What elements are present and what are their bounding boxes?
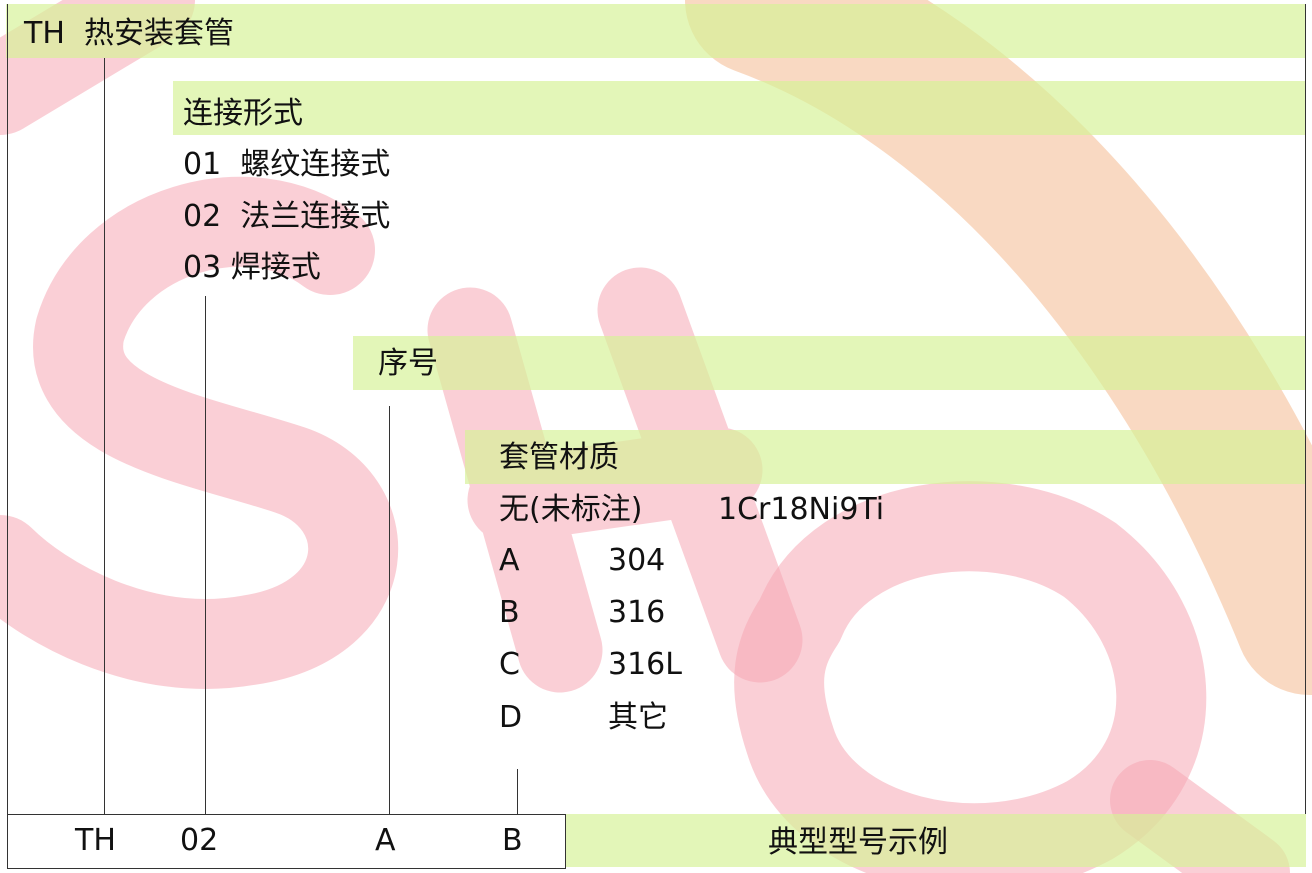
right-border-line xyxy=(1305,4,1306,814)
material-code: 无(未标注) xyxy=(499,492,643,527)
material-value: 316L xyxy=(608,647,682,682)
header-band xyxy=(6,4,1306,58)
connector-line-th xyxy=(104,58,105,814)
example-code-th: TH xyxy=(75,823,116,858)
example-label: 典型型号示例 xyxy=(768,825,948,860)
example-code-box xyxy=(7,814,566,869)
material-code: C xyxy=(499,647,520,682)
example-band xyxy=(565,814,1306,867)
serial-heading: 序号 xyxy=(378,346,438,381)
material-code: B xyxy=(499,595,520,630)
connector-line-connection xyxy=(205,296,206,814)
connection-option: 03 焊接式 xyxy=(183,250,321,285)
material-value: 其它 xyxy=(608,700,668,735)
material-value: 304 xyxy=(608,543,666,578)
material-band xyxy=(465,430,1306,484)
header-title: TH 热安装套管 xyxy=(24,16,234,51)
connection-band xyxy=(173,81,1306,135)
serial-band xyxy=(353,336,1306,390)
watermark-letter-s xyxy=(0,176,399,689)
example-code-material: B xyxy=(502,823,523,858)
watermark-letter-q xyxy=(734,481,1207,873)
connector-line-material xyxy=(517,769,518,814)
material-heading: 套管材质 xyxy=(499,440,619,475)
material-value: 1Cr18Ni9Ti xyxy=(718,492,885,527)
connection-option: 01 螺纹连接式 xyxy=(183,147,391,182)
material-value: 316 xyxy=(608,595,666,630)
connector-line-serial xyxy=(389,406,390,814)
connection-heading: 连接形式 xyxy=(183,96,303,131)
left-border-line xyxy=(7,4,8,814)
connection-option: 02 法兰连接式 xyxy=(183,199,391,234)
example-code-connection: 02 xyxy=(180,823,219,858)
material-code: A xyxy=(499,543,520,578)
example-code-serial: A xyxy=(375,823,396,858)
material-code: D xyxy=(499,700,523,735)
